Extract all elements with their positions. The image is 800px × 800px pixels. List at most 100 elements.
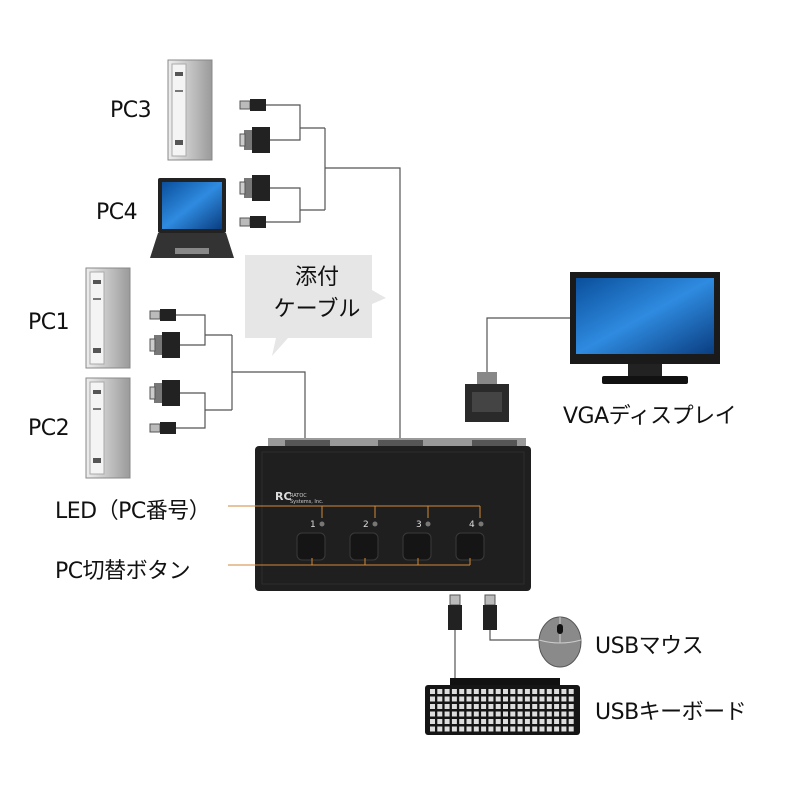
pc-switch-button-2[interactable] xyxy=(349,532,379,561)
key xyxy=(517,719,523,724)
pc4-laptop-icon xyxy=(150,178,234,258)
key xyxy=(546,696,552,702)
leader-lines xyxy=(228,505,481,566)
pc3-label: PC3 xyxy=(110,98,152,123)
key xyxy=(459,726,465,732)
key xyxy=(554,711,560,717)
key xyxy=(510,689,516,694)
led-label: LED（PC番号） xyxy=(55,499,211,524)
key xyxy=(473,711,479,717)
usb-plug-icon xyxy=(448,594,497,630)
key xyxy=(437,696,443,702)
key xyxy=(503,689,508,694)
port-number-label: 4 xyxy=(469,520,475,530)
key xyxy=(568,726,574,732)
key xyxy=(481,696,487,702)
key xyxy=(510,704,516,709)
pc2-label: PC2 xyxy=(28,416,70,441)
svg-text:RATOC: RATOC xyxy=(290,493,307,499)
key xyxy=(451,726,457,732)
key xyxy=(459,719,465,724)
key xyxy=(546,719,552,724)
pc-switch-button-3[interactable] xyxy=(402,532,432,561)
key xyxy=(539,704,545,709)
key xyxy=(539,711,545,717)
key xyxy=(561,704,567,709)
key xyxy=(524,719,530,724)
led-indicator xyxy=(372,521,378,527)
key xyxy=(539,719,545,724)
key xyxy=(517,696,523,702)
key xyxy=(517,689,523,694)
pc-switch-button-4[interactable] xyxy=(455,532,485,561)
key xyxy=(532,689,538,694)
key xyxy=(451,704,457,709)
key xyxy=(481,704,487,709)
key xyxy=(510,719,516,724)
key xyxy=(459,689,465,694)
key xyxy=(532,711,538,717)
key xyxy=(488,726,494,732)
key xyxy=(503,696,508,702)
key xyxy=(524,726,530,732)
callout-text: 添付 ケーブル xyxy=(262,262,372,326)
key xyxy=(451,711,457,717)
monitor-vga-plug-icon xyxy=(465,372,509,422)
key xyxy=(568,689,574,694)
pc-switch-button-1[interactable] xyxy=(296,532,326,561)
key xyxy=(532,719,538,724)
key xyxy=(488,689,494,694)
key xyxy=(495,719,501,724)
key xyxy=(473,689,479,694)
key xyxy=(481,689,487,694)
key xyxy=(495,704,501,709)
key xyxy=(546,704,552,709)
callout-line1: 添付 xyxy=(294,265,339,290)
cable-pc3-pc4 xyxy=(176,104,572,682)
key xyxy=(517,704,523,709)
key xyxy=(430,711,435,717)
key xyxy=(451,689,457,694)
key xyxy=(554,704,560,709)
key xyxy=(430,726,435,732)
key xyxy=(561,689,567,694)
key xyxy=(437,704,443,709)
key xyxy=(517,711,523,717)
key xyxy=(554,726,560,732)
key xyxy=(503,711,508,717)
key xyxy=(444,689,450,694)
key xyxy=(546,711,552,717)
key xyxy=(430,696,435,702)
key xyxy=(481,711,487,717)
key xyxy=(510,726,516,732)
key xyxy=(437,726,443,732)
key xyxy=(532,696,538,702)
port-number-label: 3 xyxy=(416,520,422,530)
port-number-label: 2 xyxy=(363,520,369,530)
key xyxy=(510,711,516,717)
svg-text:Systems, Inc.: Systems, Inc. xyxy=(290,499,324,505)
key xyxy=(495,711,501,717)
led-indicator xyxy=(478,521,484,527)
key xyxy=(539,689,545,694)
pc1-label: PC1 xyxy=(28,310,70,335)
key xyxy=(437,711,443,717)
led-indicator xyxy=(319,521,325,527)
key xyxy=(568,711,574,717)
key xyxy=(488,704,494,709)
pc4-label: PC4 xyxy=(96,200,138,225)
key xyxy=(554,719,560,724)
key xyxy=(524,696,530,702)
key xyxy=(561,711,567,717)
vga-display-label: VGAディスプレイ xyxy=(563,404,737,429)
key xyxy=(495,726,501,732)
callout-bubble xyxy=(245,255,386,356)
key xyxy=(444,704,450,709)
key xyxy=(488,711,494,717)
key xyxy=(495,696,501,702)
key xyxy=(437,719,443,724)
pc2-tower-icon xyxy=(85,377,131,479)
key xyxy=(444,726,450,732)
mouse-icon xyxy=(538,616,582,668)
